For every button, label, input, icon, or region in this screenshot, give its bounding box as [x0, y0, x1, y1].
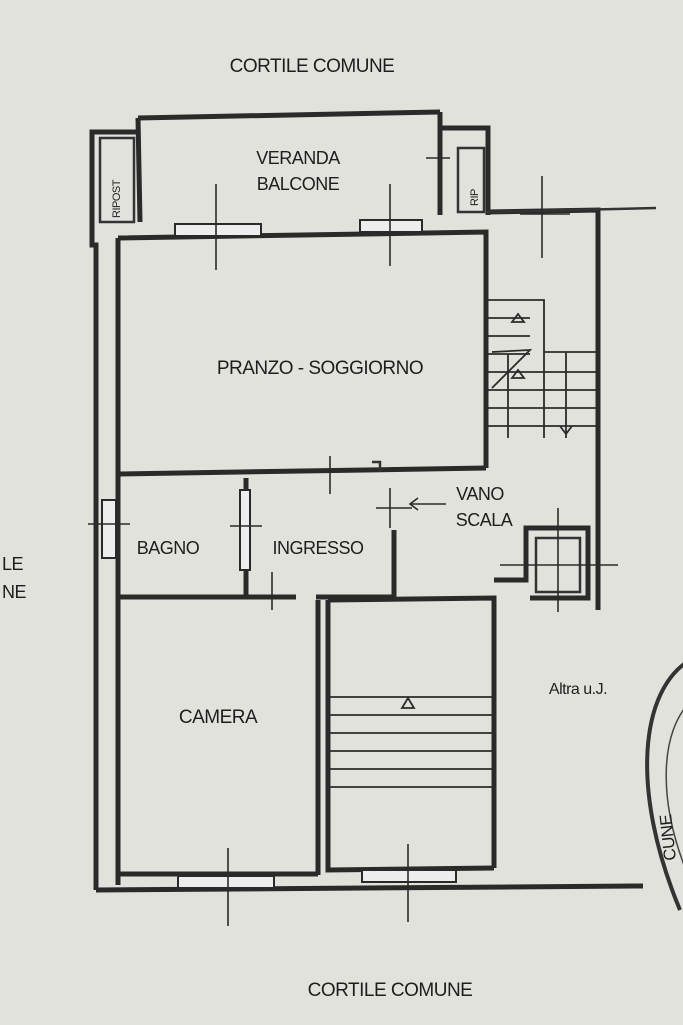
stair-arrow-up-icon	[400, 696, 416, 709]
stair-arrow-up-icon	[510, 312, 526, 323]
rip-label: RIP	[469, 189, 481, 206]
left-edge-label-2: NE	[2, 582, 26, 602]
vano-scala-arrow-icon	[408, 497, 446, 511]
bagno-label: BAGNO	[137, 538, 200, 558]
pranzo-soggiorno-label: PRANZO - SOGGIORNO	[217, 358, 423, 379]
window-bagno	[101, 499, 117, 559]
stair-arrow-up-icon	[510, 368, 526, 379]
cortile-bottom-label: CORTILE COMUNE	[308, 980, 473, 1001]
veranda-outer-wall	[137, 109, 441, 121]
wall-lift-shaft	[494, 525, 591, 601]
stair-arrow-down-icon	[559, 425, 573, 436]
vano-label: VANO	[456, 484, 504, 504]
altra-uj-label: Altra u.J.	[549, 681, 607, 698]
stamp-arc-inner	[665, 709, 683, 865]
door-bagno	[239, 489, 251, 571]
wall-left	[89, 129, 138, 890]
cortile-top-label: CORTILE COMUNE	[230, 56, 395, 77]
lift-shaft-inner	[534, 536, 582, 594]
camera-label: CAMERA	[179, 707, 258, 728]
wall-stair-lower-right	[327, 595, 497, 868]
stair-direction-zigzag	[491, 348, 533, 389]
window-living-left	[174, 223, 262, 237]
wall-stair-lower	[325, 600, 495, 873]
ripost-label: RIPOST	[111, 179, 123, 218]
living-bottom-wall	[117, 465, 487, 477]
wall-bottom	[95, 883, 644, 893]
stamp-seal	[645, 662, 683, 911]
veranda-left-wall	[135, 117, 143, 223]
door-jamb-living	[372, 460, 382, 472]
window-camera	[177, 875, 275, 889]
window-living-right	[359, 219, 423, 233]
veranda-label: VERANDA	[256, 148, 340, 168]
room-labels: CORTILE COMUNE CORTILE COMUNE RIPOST VER…	[2, 56, 680, 1001]
section-cross-marks	[88, 157, 618, 926]
ripost-closet-outline	[98, 136, 136, 224]
balcone-label: BALCONE	[257, 174, 340, 194]
stairs-lower	[330, 696, 494, 788]
scala-label: SCALA	[456, 510, 513, 530]
boundary-line-top-right	[485, 206, 657, 214]
ingresso-label: INGRESSO	[272, 538, 364, 558]
windows	[101, 219, 457, 889]
left-edge-label-1: LE	[2, 554, 24, 574]
stamp-arc	[645, 662, 683, 911]
stamp-text: CUNE	[656, 814, 680, 862]
window-stair	[361, 869, 457, 883]
stairs-upper	[486, 299, 596, 438]
stair-landing-outline	[486, 299, 545, 352]
rip-outer-wall	[440, 125, 491, 215]
rip-closet-outline	[456, 146, 486, 214]
